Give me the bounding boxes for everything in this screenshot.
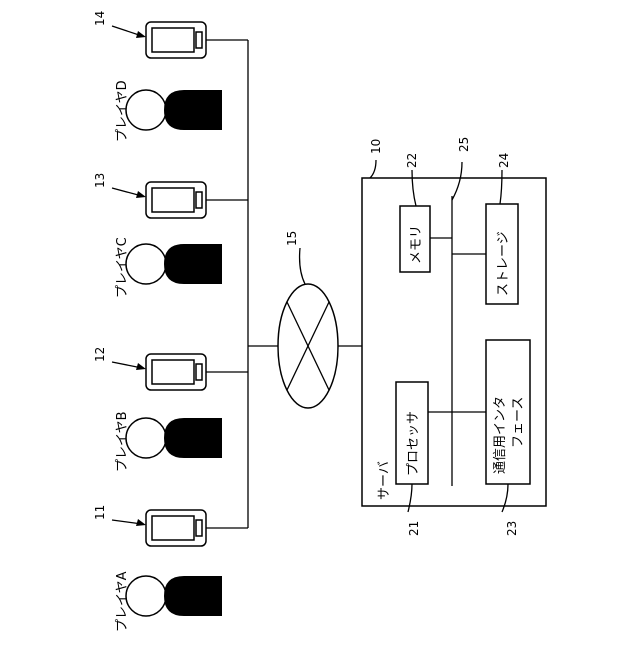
storage-label: ストレージ [496,231,511,296]
terminal-b-ref: 12 [93,347,107,362]
comm-interface-label-2: フェース [511,397,526,448]
network-ref-label: 15 [285,231,299,246]
player-d-label: プレイヤD [115,80,130,142]
bus-ref: 25 [457,137,471,152]
memory-label: メモリ [409,225,424,264]
player-b-label: プレイヤB [115,411,130,472]
terminal-b: 12 [93,347,248,390]
network-leader-line [300,248,305,284]
terminal-c: 13 [93,173,248,218]
server-ref: 10 [369,139,383,154]
terminal-d-ref: 14 [93,11,107,26]
server-box: 10 サーバ 25 メモリ 22 ストレージ 24 プロセッサ 21 通信用イン… [362,137,546,536]
memory-ref: 22 [405,153,419,168]
comm-interface-label-1: 通信用インタ [493,396,508,474]
player-d-figure: プレイヤD [115,80,222,142]
terminal-c-ref: 13 [93,173,107,188]
player-c-figure: プレイヤC [115,237,222,298]
server-label: サーバ [377,461,392,500]
terminal-a: 11 [93,505,248,546]
processor-ref: 21 [407,521,421,536]
processor-label: プロセッサ [406,411,421,476]
terminal-d: 14 [93,11,248,58]
player-b-figure: プレイヤB [115,411,222,472]
network-cloud: 15 [278,231,338,408]
comm-interface-ref: 23 [505,521,519,536]
player-a-label: プレイヤA [115,571,130,632]
player-a-figure: プレイヤA [115,571,222,632]
player-c-label: プレイヤC [115,237,130,298]
terminal-a-ref: 11 [93,505,107,520]
storage-ref: 24 [497,153,511,168]
server-leader-line [370,160,376,178]
